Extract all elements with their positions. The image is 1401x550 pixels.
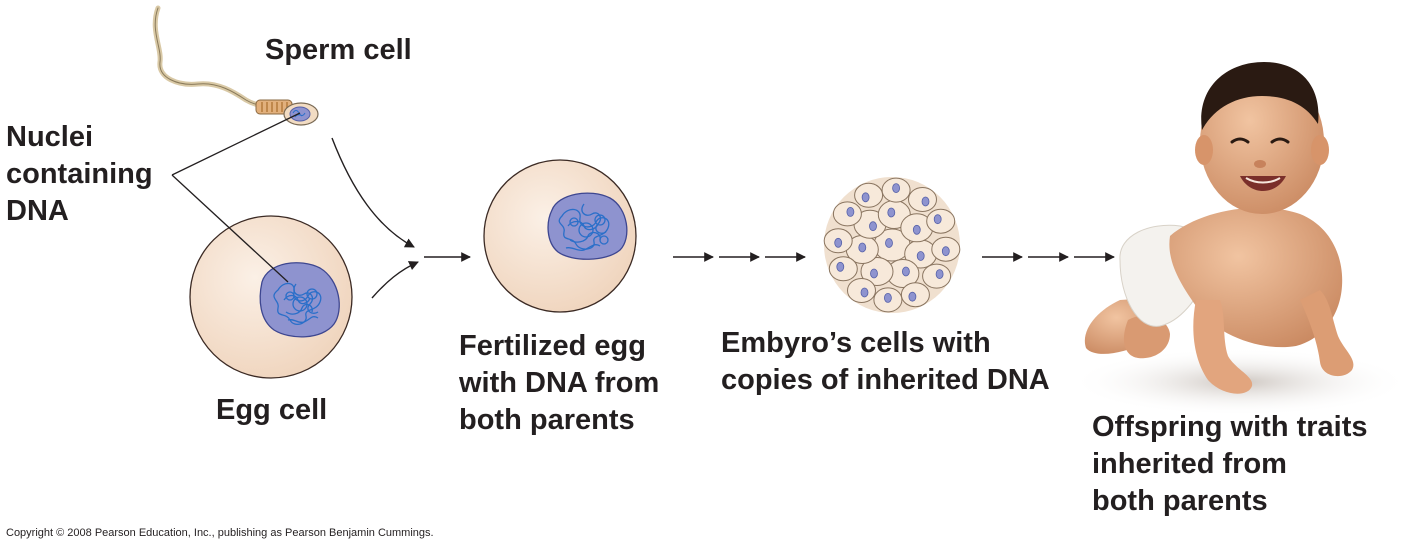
nuclei-label: Nuclei containing DNA [6, 121, 153, 227]
embryo-cell-nucleus [861, 192, 870, 203]
embryo-cell-nucleus [916, 251, 925, 261]
embryo-cell-nucleus [933, 214, 942, 225]
embryo-cell-nucleus [836, 261, 845, 272]
sperm-cell-label: Sperm cell [265, 34, 412, 66]
embryo-label: Embyro’s cells with copies of inherited … [721, 327, 1050, 396]
fertilized-egg [483, 159, 637, 313]
embryo-cell-nucleus [834, 237, 843, 248]
dna-strands-icon [558, 203, 610, 252]
copyright-notice: Copyright © 2008 Pearson Education, Inc.… [6, 527, 434, 539]
embryo-cell-nucleus [921, 196, 930, 207]
offspring-label: Offspring with traits inherited from bot… [1092, 411, 1368, 517]
fertilization-arrows [331, 137, 471, 299]
embryo-cell-nucleus [902, 266, 910, 277]
baby-photo [1070, 62, 1401, 416]
embryo-cell-nucleus [884, 292, 892, 303]
embryo-cells [823, 177, 961, 313]
sperm-cell [152, 5, 319, 126]
embryo-cell-nucleus [887, 207, 896, 218]
embryo-cell-nucleus [846, 206, 855, 217]
egg-cell [189, 215, 353, 379]
fertilized-egg-label: Fertilized egg with DNA from both parent… [459, 330, 660, 436]
embryo-cell-nucleus [885, 238, 893, 248]
embryo-cell-nucleus [869, 221, 877, 232]
nuclei-pointer-lines [171, 112, 301, 283]
egg-cell-label: Egg cell [216, 394, 328, 426]
embryo-cell-nucleus [870, 268, 878, 279]
dna-strands-icon [273, 282, 322, 326]
embryo-cell-nucleus [935, 269, 944, 280]
embryo-cell-nucleus [908, 291, 917, 302]
embryo-cell-nucleus [912, 224, 921, 235]
embryo-cell-nucleus [941, 246, 950, 257]
embryo-cell-nucleus [860, 287, 869, 298]
embryo-cell-nucleus [892, 183, 900, 194]
embryo-cell-nucleus [858, 242, 867, 253]
